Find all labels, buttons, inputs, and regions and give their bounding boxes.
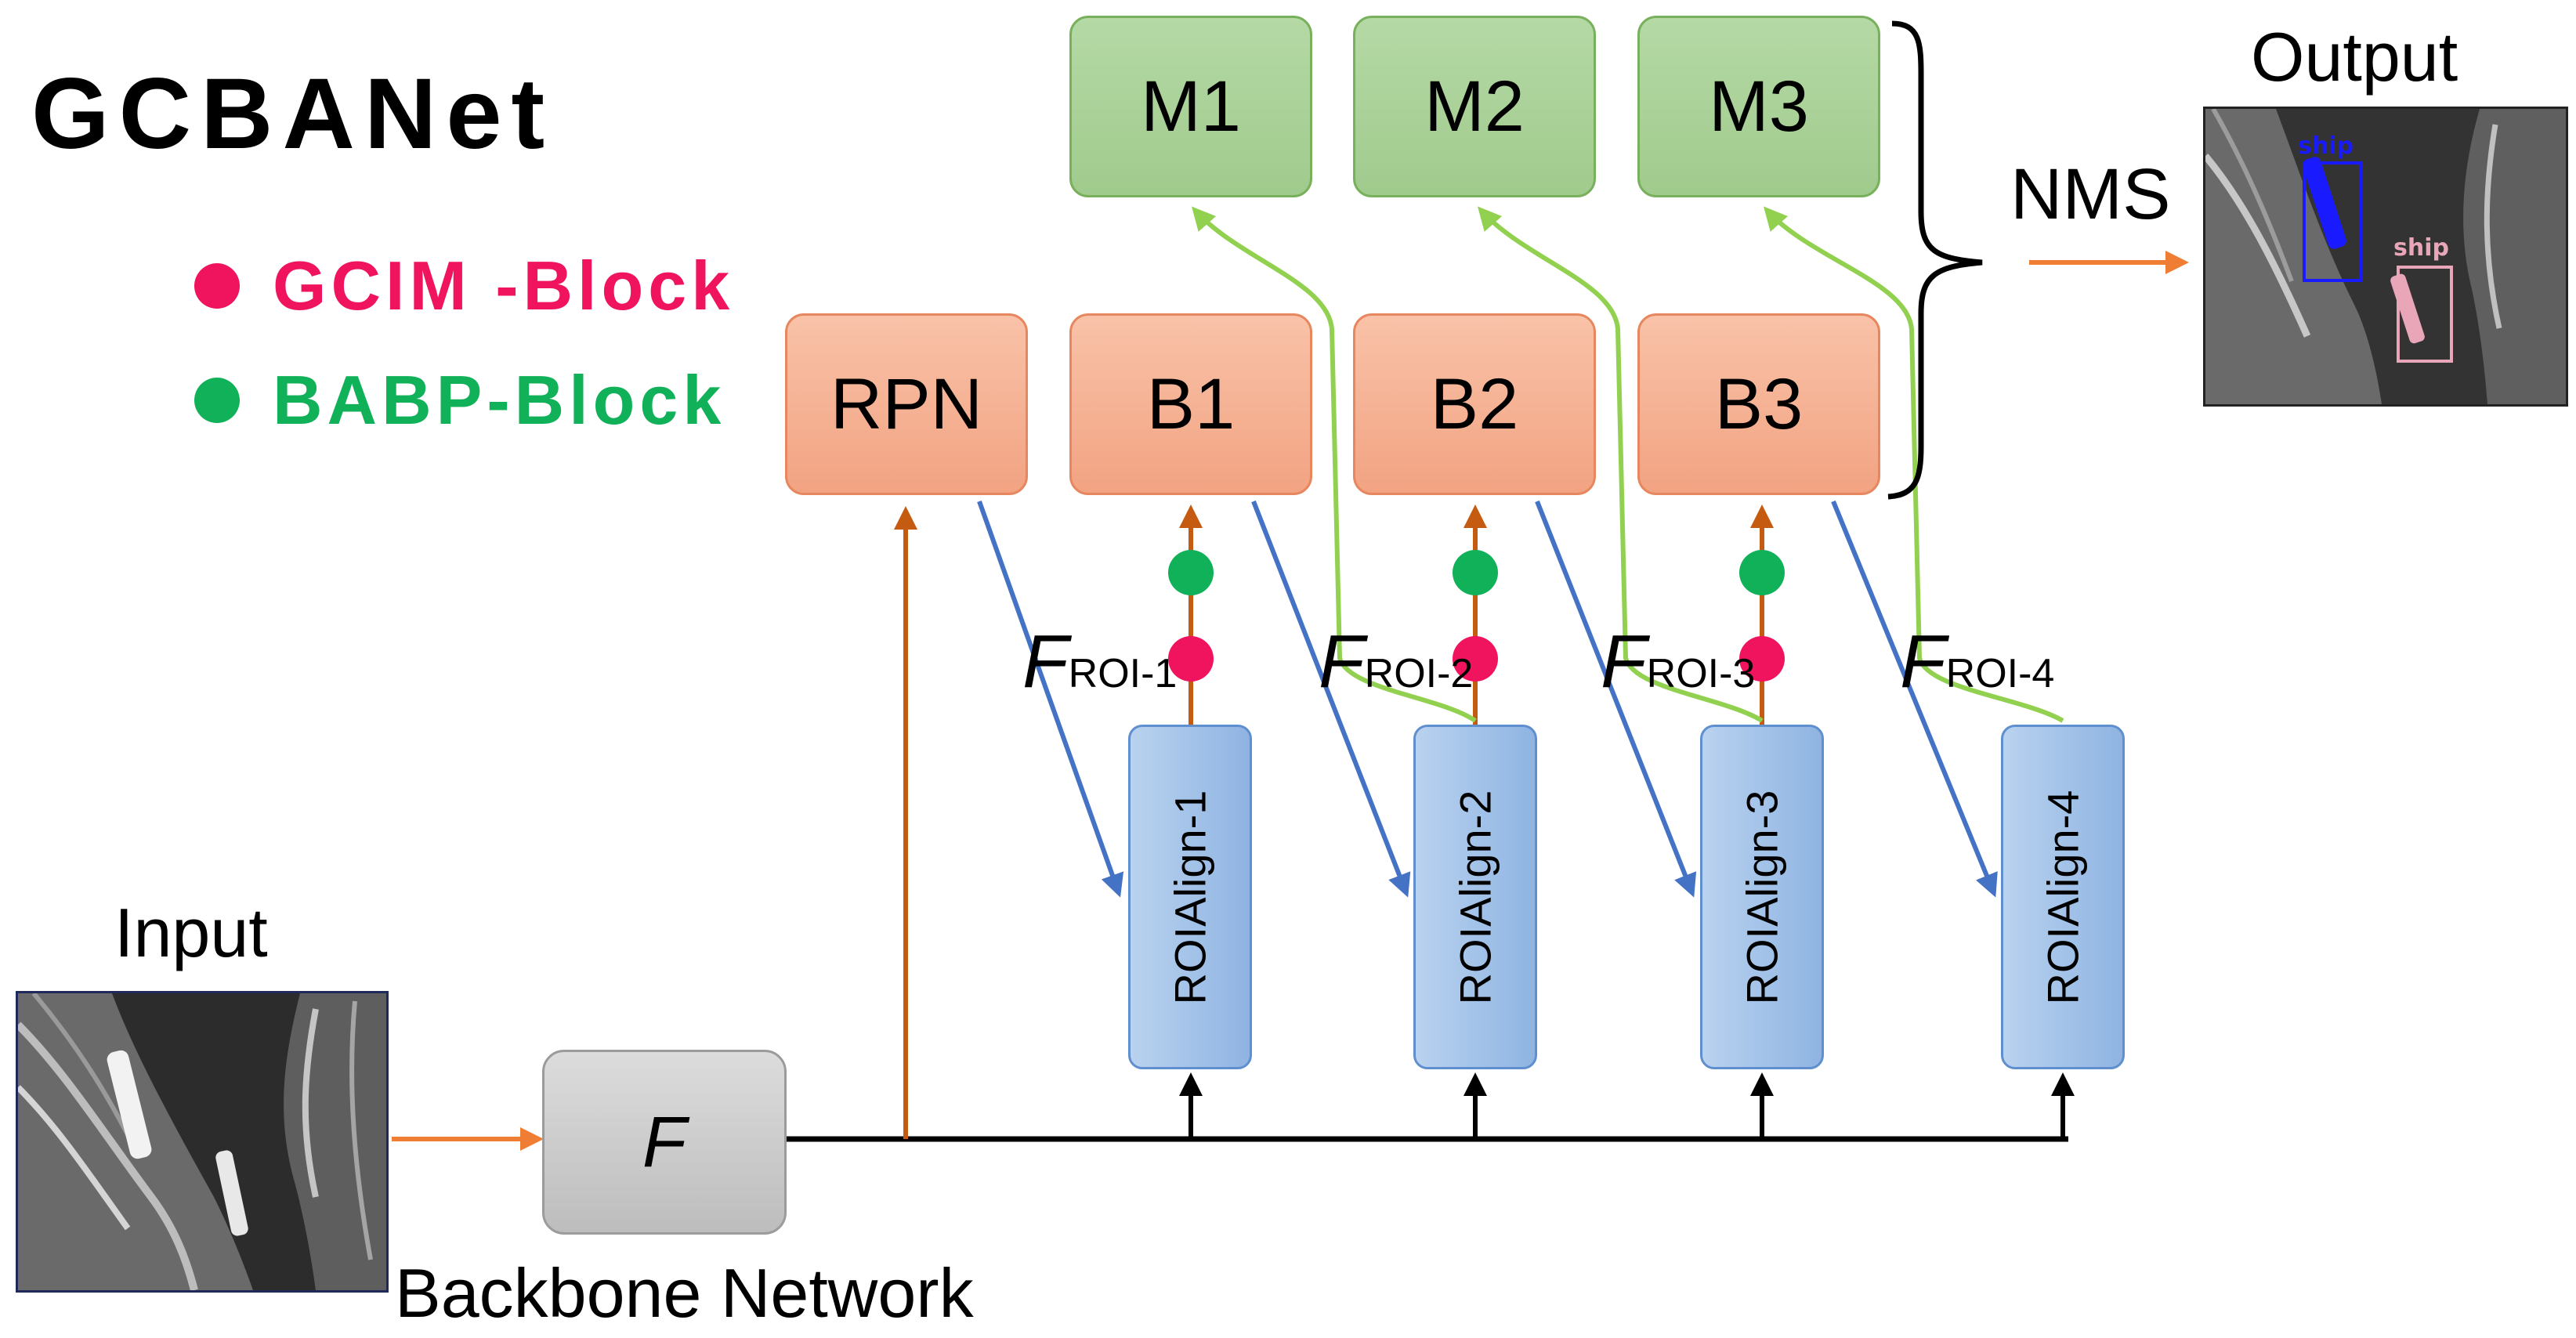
output-label: Output — [2251, 18, 2458, 96]
roialign-3-label: ROIAlign-3 — [1737, 790, 1787, 1004]
roi4-to-m3-arrow — [1764, 206, 2064, 723]
mask-head-m1: M1 — [1069, 16, 1312, 197]
roialign-4-label: ROIAlign-4 — [2038, 790, 2088, 1004]
b1-to-roi2-arrow — [1251, 500, 1411, 898]
froi-3-label: FROI-3 — [1601, 619, 1755, 705]
roi2-to-m1-arrow — [1192, 206, 1477, 723]
froi-1-subscript: ROI-1 — [1068, 651, 1178, 696]
roialign-2-label: ROIAlign-2 — [1450, 790, 1500, 1004]
legend-babp-label: BABP-Block — [273, 361, 726, 439]
roi3-to-m2-arrow — [1478, 206, 1764, 723]
nms-label: NMS — [2010, 154, 2171, 234]
backbone-box: F — [542, 1050, 787, 1235]
b2-to-roi3-arrow — [1535, 500, 1697, 898]
m2-label: M2 — [1424, 66, 1525, 146]
froi-1-symbol: F — [1022, 620, 1069, 703]
detection-box-2 — [2397, 266, 2453, 363]
output-sar-image: ship ship — [2203, 107, 2568, 407]
froi-4-label: FROI-4 — [1900, 619, 2054, 705]
legend-gcim-label: GCIM -Block — [273, 247, 735, 324]
b2-gcim-dot — [1453, 636, 1498, 682]
rpn-to-roi1-arrow — [977, 500, 1124, 898]
legend-gcim-dot — [194, 263, 240, 309]
legend-babp-dot — [194, 378, 240, 423]
froi-3-symbol: F — [1601, 620, 1647, 703]
froi-2-symbol: F — [1319, 620, 1365, 703]
input-sar-texture — [18, 993, 386, 1290]
froi-4-subscript: ROI-4 — [1945, 651, 2055, 696]
m3-label: M3 — [1709, 66, 1809, 146]
output-sar-texture — [2205, 109, 2566, 404]
froi-1-label: FROI-1 — [1022, 619, 1177, 705]
stage-b1: B1 — [1069, 313, 1312, 495]
b1-gcim-dot — [1168, 636, 1214, 682]
detection-label-2: ship — [2393, 234, 2449, 262]
stage-b2: B2 — [1353, 313, 1596, 495]
roialign-3: ROIAlign-3 — [1700, 725, 1824, 1069]
froi-3-subscript: ROI-3 — [1646, 651, 1756, 696]
nms-brace — [1887, 20, 1983, 500]
b2-babp-dot — [1453, 550, 1498, 595]
mask-head-m3: M3 — [1637, 16, 1880, 197]
b3-babp-dot — [1739, 550, 1785, 595]
backbone-label: Backbone Network — [395, 1254, 974, 1332]
froi-4-symbol: F — [1900, 620, 1946, 703]
input-sar-image — [16, 991, 389, 1293]
roialign-1-label: ROIAlign-1 — [1165, 790, 1215, 1004]
backbone-symbol: F — [642, 1101, 687, 1182]
stage-b3: B3 — [1637, 313, 1880, 495]
b3-to-roi4-arrow — [1831, 500, 1998, 898]
roialign-1: ROIAlign-1 — [1128, 725, 1252, 1069]
b3-label: B3 — [1714, 363, 1804, 444]
detection-box-1 — [2303, 161, 2362, 282]
rpn-label: RPN — [830, 363, 983, 444]
b2-label: B2 — [1430, 363, 1519, 444]
b1-babp-dot — [1168, 550, 1214, 595]
diagram-title: GCBANet — [31, 58, 555, 170]
b3-gcim-dot — [1739, 636, 1785, 682]
roialign-2: ROIAlign-2 — [1413, 725, 1537, 1069]
detection-label-1: ship — [2298, 132, 2353, 160]
roialign-4: ROIAlign-4 — [2001, 725, 2125, 1069]
input-label: Input — [114, 894, 268, 971]
froi-2-subscript: ROI-2 — [1364, 651, 1474, 696]
mask-head-m2: M2 — [1353, 16, 1596, 197]
rpn-box: RPN — [785, 313, 1028, 495]
froi-2-label: FROI-2 — [1319, 619, 1473, 705]
b1-label: B1 — [1146, 363, 1236, 444]
m1-label: M1 — [1141, 66, 1241, 146]
